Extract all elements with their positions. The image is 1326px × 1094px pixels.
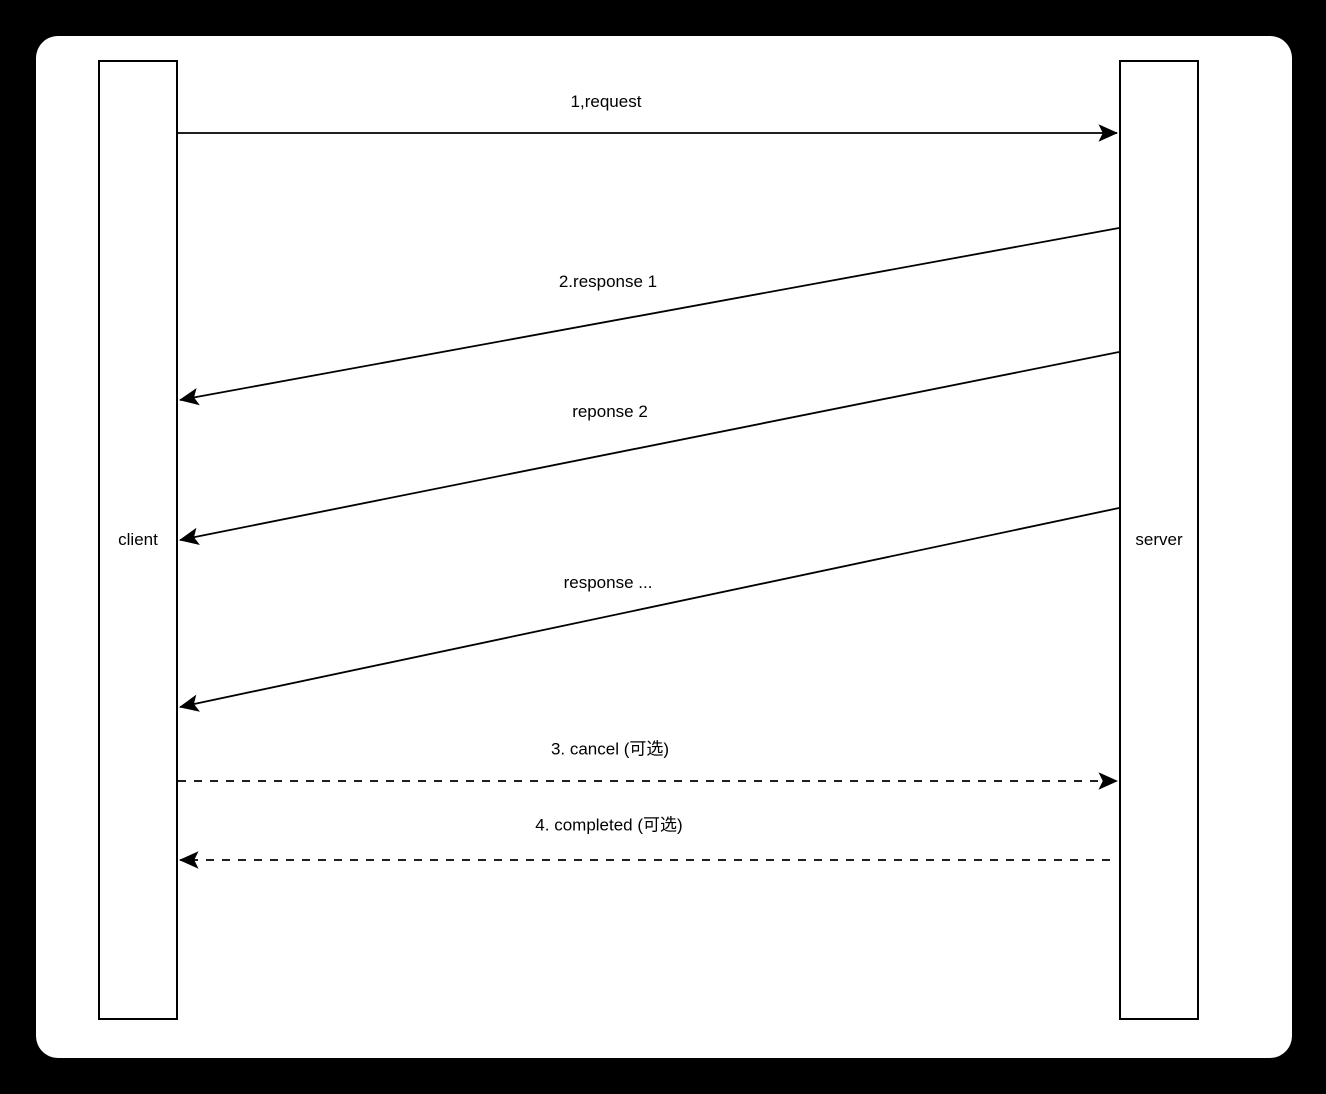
- message-label-response-2: reponse 2: [570, 402, 650, 422]
- actor-client-lifeline: client: [98, 60, 178, 1020]
- message-label-response-1: 2.response 1: [556, 272, 660, 292]
- message-label-request: 1,request: [568, 92, 644, 112]
- actor-server-lifeline: server: [1119, 60, 1199, 1020]
- diagram-panel: client server 1,request 2.response 1 rep…: [36, 36, 1292, 1058]
- message-label-cancel: 3. cancel (可选): [548, 734, 672, 760]
- sequence-diagram: client server 1,request 2.response 1 rep…: [36, 36, 1292, 1058]
- message-label-completed: 4. completed (可选): [533, 810, 685, 836]
- arrow-response-more: [179, 507, 1120, 712]
- message-arrows-layer: [178, 124, 1120, 869]
- arrow-response-2: [179, 351, 1120, 545]
- arrow-response-1: [179, 227, 1120, 406]
- actor-client-label: client: [118, 530, 158, 549]
- message-label-response-more: response ...: [561, 573, 655, 593]
- actor-server-label: server: [1135, 530, 1183, 549]
